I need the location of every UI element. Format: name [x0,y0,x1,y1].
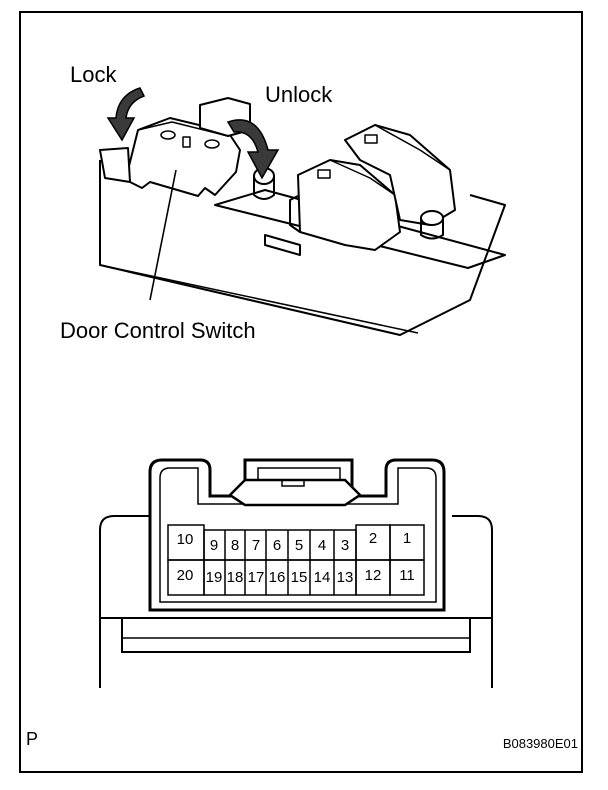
pin-number: 1 [403,530,411,547]
connector-housing [99,458,493,688]
switch-hole-left [160,130,176,140]
pin-number: 4 [318,537,326,554]
window-switch-1-ridge [329,159,396,196]
center-knob-body [253,176,275,200]
pin-number: 2 [369,530,377,547]
lock-arrow-icon [106,87,146,142]
pin-number: 11 [399,567,415,584]
latch-notch [281,479,305,487]
leader-line [149,169,177,301]
pin-number: 13 [337,569,354,586]
window-switch-1 [297,159,401,251]
switch-illustration [99,97,506,336]
unlock-arrow-icon [226,119,280,180]
pin-number: 5 [295,537,303,554]
switch-indicator [182,136,191,148]
pin-number: 9 [210,537,218,554]
pin-number: 19 [206,569,223,586]
shell-right [452,515,493,688]
pin-number: 20 [177,567,194,584]
pin-number: 10 [177,531,194,548]
corner-p-label: P [26,729,38,749]
switch-mount-left [99,147,131,183]
figure-frame [19,11,583,773]
connector-inner [159,467,437,603]
window-switch-2-ridge [374,124,451,171]
window-switch-1-mark [317,169,331,179]
pin-grid [167,524,425,596]
figure-code: B083980E01 [503,736,578,751]
panel-base [99,160,506,336]
switch-hole-right [204,139,220,149]
pin-number: 15 [291,569,308,586]
panel-edge [99,264,419,334]
door-control-switch-label: Door Control Switch [60,318,256,343]
connector-outer [148,458,446,612]
panel-slot [264,234,301,256]
pin-number: 18 [227,569,244,586]
pin-number: 14 [314,569,331,586]
pin-number: 7 [252,537,260,554]
pin-cell [389,559,425,596]
pin-number: 8 [231,537,239,554]
pin-number: 6 [273,537,281,554]
unlock-label: Unlock [265,82,333,107]
window-switch-2-mark [364,134,378,144]
shell-left [99,515,150,688]
window-switch-2-knob-body [420,218,444,240]
pin-number: 3 [341,537,349,554]
lock-label: Lock [70,62,117,87]
pin-number: 16 [269,569,286,586]
pin-number: 17 [248,569,265,586]
pin-dividers [224,530,335,595]
pin-number: 12 [365,567,382,584]
door-control-switch [127,117,241,197]
shell-band-inner [121,618,471,653]
panel-rail [214,189,506,269]
connector-latch [228,478,362,507]
window-switch-2-knob [420,210,444,226]
